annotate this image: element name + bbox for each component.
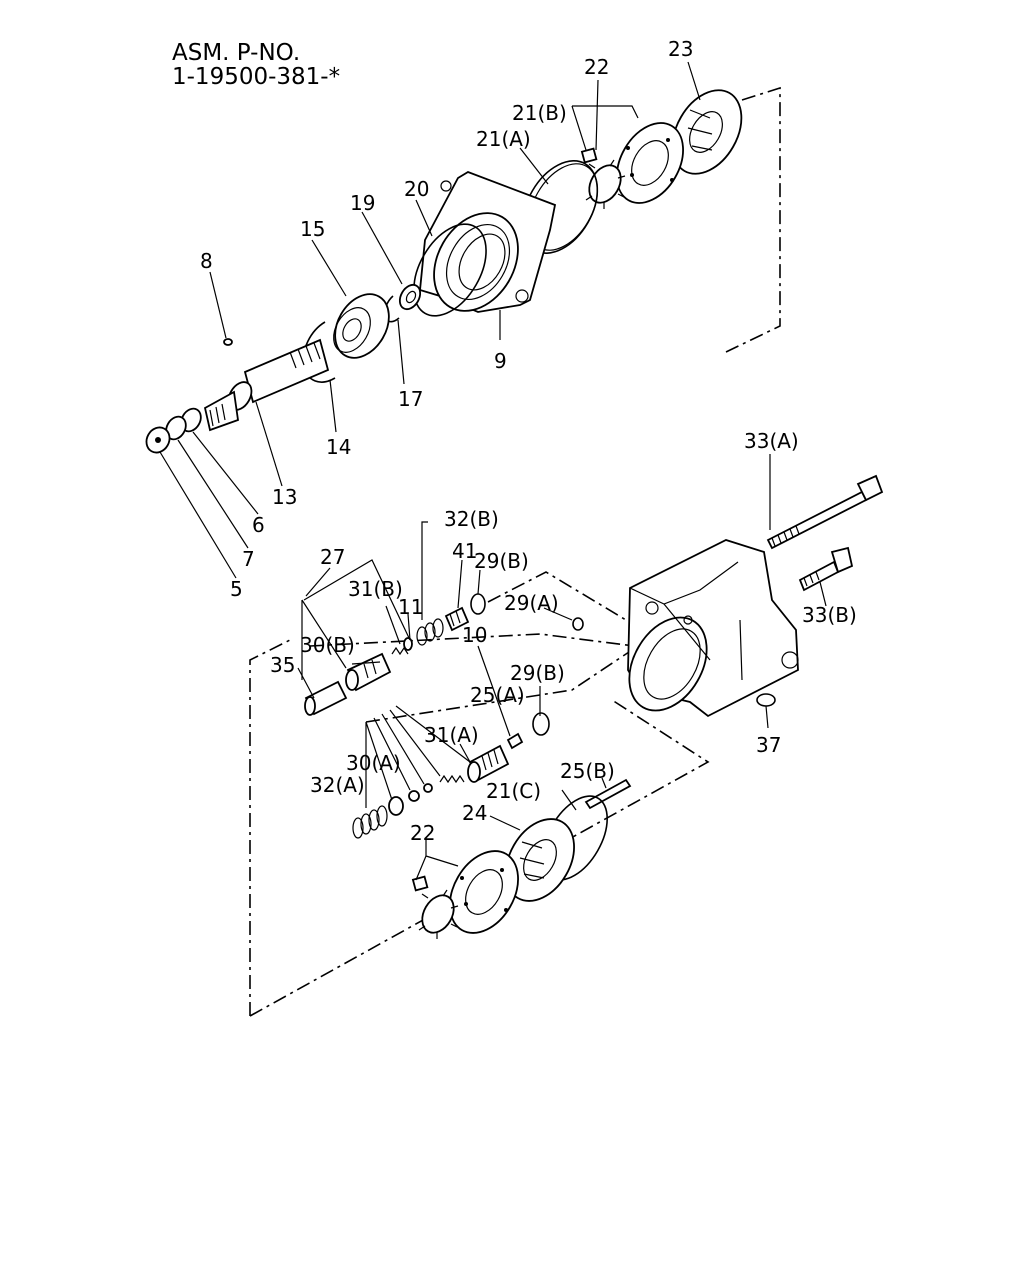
part-29b-o-ring-mid [532,712,550,736]
part-15-bearing [333,293,390,359]
upper-assembly [145,61,781,579]
part-22-rotor-lower [411,875,459,939]
callout-33b: 33(B) [802,603,857,627]
callout-10: 10 [462,623,487,647]
part-29a-o-ring [572,617,584,631]
part-13-shaft [203,338,330,432]
callout-21a: 21(A) [476,127,531,151]
part-31a-valve [439,744,510,784]
callout-25a: 25(A) [470,683,525,707]
part-33b-short-bolt [798,546,854,592]
part-22-cam-ring-lower [449,850,519,934]
part-25a-plug [506,732,524,750]
part-19-oil-seal [398,283,422,311]
callout-17: 17 [398,387,423,411]
lower-boundary-bottom [249,699,710,1017]
callout-7: 7 [242,547,255,571]
callout-21b: 21(B) [512,101,567,125]
callout-24: 24 [462,801,487,825]
part-37-o-ring [756,693,776,707]
callout-31b: 31(B) [348,577,403,601]
part-31b-spring [391,646,409,656]
part-32a-spring [352,805,388,839]
assembly-part-number-value: 1-19500-381-* [172,64,340,90]
callout-29a: 29(A) [504,591,559,615]
callout-27: 27 [320,545,345,569]
part-8-key [223,338,233,346]
callout-32b: 32(B) [444,507,499,531]
callout-8: 8 [200,249,213,273]
callout-32a: 32(A) [310,773,365,797]
part-20-o-ring [413,223,487,317]
part-23-side-plate [671,89,743,175]
part-25b-pin [584,778,632,810]
callout-21c: 21(C) [486,779,541,803]
callout-25b: 25(B) [560,759,615,783]
callout-35: 35 [270,653,295,677]
part-30a-seat [388,783,433,816]
part-29b-o-ring-top [470,593,486,615]
lower-assembly [249,454,884,1017]
upper-boundary-line [725,86,781,353]
callout-22-bottom: 22 [410,821,435,845]
part-9-front-body [419,171,557,313]
callout-13: 13 [272,485,297,509]
callout-11: 11 [398,595,423,619]
callout-22-top: 22 [584,55,609,79]
callout-29b-top: 29(B) [474,549,529,573]
lower-boundary-top [487,571,627,621]
part-33a-long-bolt [766,474,884,550]
callout-31a: 31(A) [424,723,479,747]
callout-19: 19 [350,191,375,215]
lower-boundary-inner [365,649,633,723]
assembly-part-number-label: ASM. P-NO. [172,40,300,66]
lower-boundary-left [249,639,291,1016]
callout-labels: 23 22 21(B) 21(A) 20 19 15 8 9 17 14 13 … [200,37,857,845]
part-11-seal [403,637,413,651]
callout-20: 20 [404,177,429,201]
pump-housing [627,539,799,718]
callout-41: 41 [452,539,477,563]
part-22-cam-ring [616,122,684,204]
part-5-nut [145,426,171,454]
callout-29b-mid: 29(B) [510,661,565,685]
callout-5: 5 [230,577,243,601]
callout-9: 9 [494,349,507,373]
callout-23: 23 [668,37,693,61]
callout-6: 6 [252,513,265,537]
part-35-pin [304,680,348,716]
callout-30b: 30(B) [300,633,355,657]
part-30b-valve [345,652,392,692]
part-24-side-plate [505,818,575,902]
callout-15: 15 [300,217,325,241]
callout-33a: 33(A) [744,429,799,453]
part-32b-spring [416,618,444,646]
callout-14: 14 [326,435,351,459]
part-41-plug [444,606,470,632]
callout-37: 37 [756,733,781,757]
callout-30a: 30(A) [346,751,401,775]
